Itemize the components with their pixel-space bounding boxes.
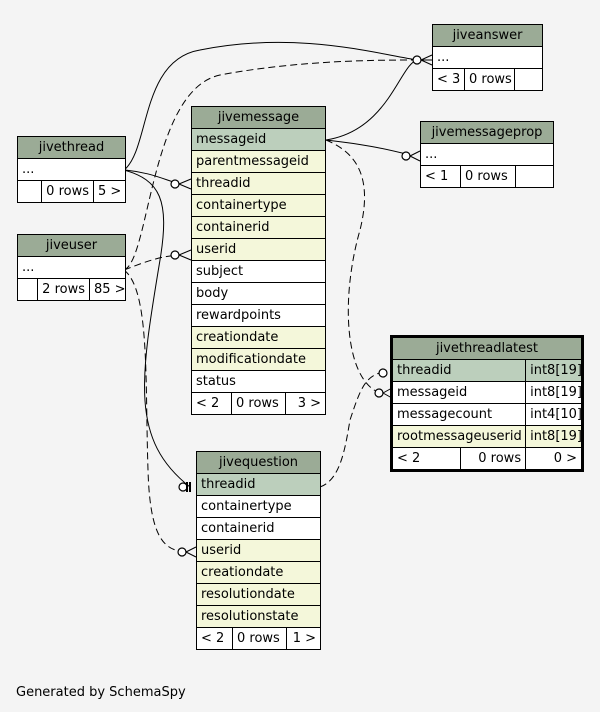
parent-count: < 3 xyxy=(432,68,465,91)
parent-count xyxy=(17,278,38,301)
column-type: int4[10] xyxy=(525,403,583,426)
edge-jivethread-jiveanswer xyxy=(123,41,419,171)
table-title: jivequestion xyxy=(195,451,322,474)
column-messageid: messageid xyxy=(190,128,327,151)
table-title: jiveuser xyxy=(17,234,126,257)
column-containerid: containerid xyxy=(195,517,322,540)
column-type: int8[19] xyxy=(525,381,583,404)
parent-count: < 2 xyxy=(196,627,233,650)
row-count: 0 rows xyxy=(460,447,527,471)
edge-jivequestion-jivethreadlatest xyxy=(319,371,385,488)
column-threadid: threadid xyxy=(195,473,322,496)
table-jivemessage[interactable]: jivemessage messageid parentmessageid th… xyxy=(190,106,327,415)
column-userid: userid xyxy=(195,539,322,562)
edge-jivemessage-jiveanswer xyxy=(325,59,419,141)
edge-jivemessage-jivethreadlatest-messageid xyxy=(325,139,381,394)
row-count: 0 rows xyxy=(41,180,94,203)
table-jivemessageprop[interactable]: jivemessageprop ... < 1 0 rows xyxy=(420,121,554,188)
column-rewardpoints: rewardpoints xyxy=(190,304,327,327)
edge-jivethread-jivequestion xyxy=(123,169,191,488)
table-row: ... xyxy=(17,158,126,181)
child-count: 5 > xyxy=(93,180,126,203)
column-type: int8[19] xyxy=(525,425,583,448)
child-count xyxy=(515,165,554,188)
row-count: 2 rows xyxy=(37,278,90,301)
parent-count: < 2 xyxy=(191,392,232,415)
column-messageid: messageid xyxy=(390,381,527,404)
column-creationdate: creationdate xyxy=(195,561,322,584)
table-jiveanswer[interactable]: jiveanswer ... < 3 0 rows xyxy=(431,24,544,91)
parent-count: < 1 xyxy=(420,165,461,188)
table-row: ... xyxy=(420,143,554,166)
column-subject: subject xyxy=(190,260,327,283)
table-row: ... xyxy=(17,256,126,279)
table-title: jivethread xyxy=(17,136,126,159)
generated-by-footer: Generated by SchemaSpy xyxy=(16,685,186,700)
column-parentmessageid: parentmessageid xyxy=(190,150,327,173)
child-count: 3 > xyxy=(284,392,327,415)
edge-jivemessage-jivemessageprop xyxy=(325,139,411,156)
parent-count: < 2 xyxy=(390,447,462,471)
table-jivethread[interactable]: jivethread ... 0 rows 5 > xyxy=(17,136,126,203)
column-rootmessageuserid: rootmessageuserid xyxy=(390,425,527,448)
table-jiveuser[interactable]: jiveuser ... 2 rows 85 > xyxy=(17,234,126,301)
table-title: jivemessage xyxy=(190,106,327,129)
table-row: ... xyxy=(431,46,544,69)
row-count: 0 rows xyxy=(464,68,515,91)
column-containertype: containertype xyxy=(190,194,327,217)
table-title: jivethreadlatest xyxy=(391,336,583,360)
column-modificationdate: modificationdate xyxy=(190,348,327,371)
column-containerid: containerid xyxy=(190,216,327,239)
row-count: 0 rows xyxy=(232,627,287,650)
table-title: jivemessageprop xyxy=(420,121,554,144)
table-title: jiveanswer xyxy=(431,24,544,47)
column-body: body xyxy=(190,282,327,305)
column-threadid: threadid xyxy=(190,172,327,195)
column-threadid: threadid xyxy=(390,359,527,382)
table-jivethreadlatest[interactable]: jivethreadlatest threadid int8[19] messa… xyxy=(390,335,584,472)
column-resolutiondate: resolutiondate xyxy=(195,583,322,606)
column-status: status xyxy=(190,370,327,393)
edge-jiveuser-jiveanswer xyxy=(123,59,419,271)
table-jivequestion[interactable]: jivequestion threadid containertype cont… xyxy=(195,451,322,650)
column-containertype: containertype xyxy=(195,495,322,518)
child-count: 85 > xyxy=(89,278,126,301)
edge-jiveuser-jivemessage xyxy=(123,254,181,271)
column-type: int8[19] xyxy=(525,359,583,382)
child-count: 0 > xyxy=(525,447,583,471)
child-count: 1 > xyxy=(285,627,322,650)
edge-jiveuser-jivequestion xyxy=(123,269,186,553)
child-count xyxy=(513,68,544,91)
column-userid: userid xyxy=(190,238,327,261)
row-count: 0 rows xyxy=(460,165,516,188)
column-creationdate: creationdate xyxy=(190,326,327,349)
row-count: 0 rows xyxy=(231,392,286,415)
parent-count xyxy=(17,180,42,203)
column-messagecount: messagecount xyxy=(390,403,527,426)
column-resolutionstate: resolutionstate xyxy=(195,605,322,628)
